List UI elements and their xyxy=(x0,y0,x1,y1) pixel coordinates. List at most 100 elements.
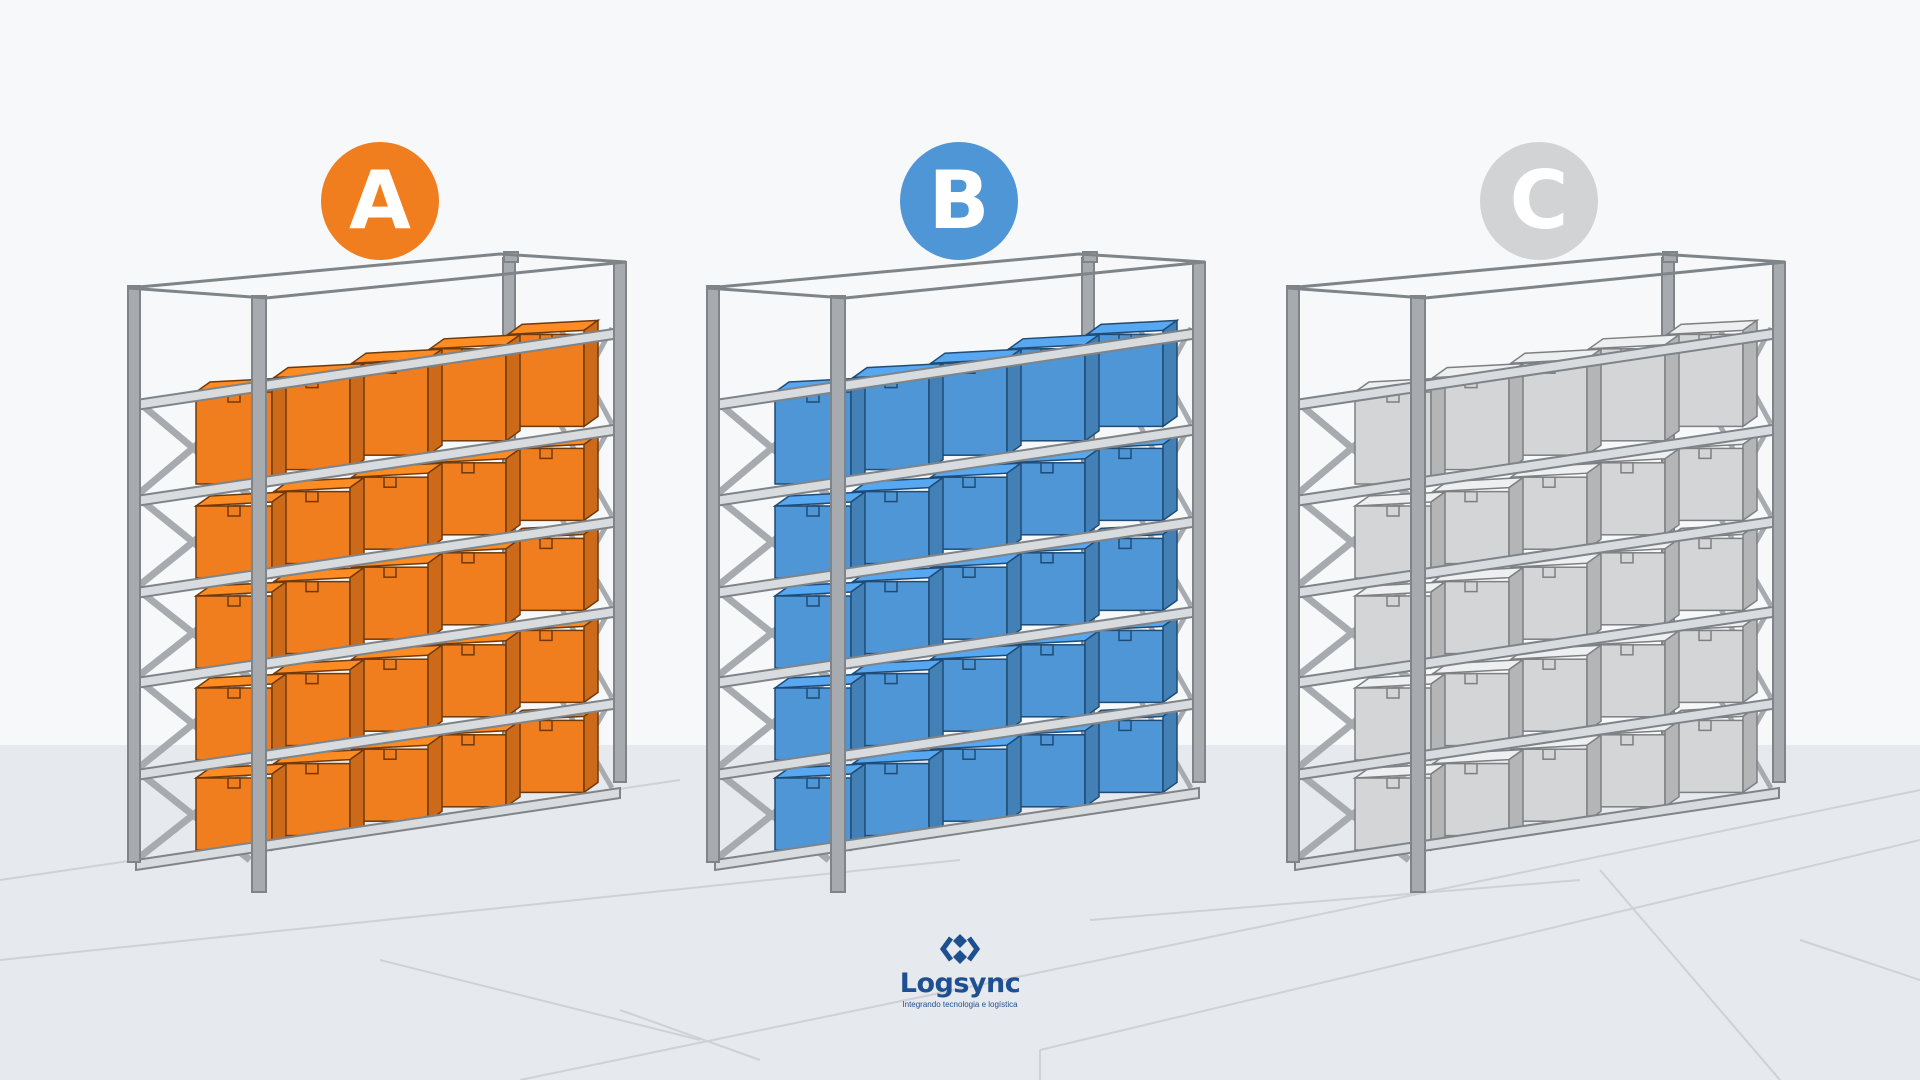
rack-top-rail xyxy=(127,252,627,300)
storage-box-tape xyxy=(1698,719,1712,732)
storage-box-side xyxy=(349,566,365,656)
storage-box-tape xyxy=(305,672,319,685)
storage-box-side xyxy=(1006,461,1022,551)
storage-box-side xyxy=(1162,522,1178,612)
storage-box-side xyxy=(505,719,521,809)
storage-box-side xyxy=(1664,537,1680,627)
rack-top-rail xyxy=(706,252,1206,300)
storage-box-side xyxy=(349,658,365,748)
storage-box-side xyxy=(505,629,521,719)
storage-box-side xyxy=(427,461,443,551)
storage-box-tape xyxy=(1040,644,1054,656)
storage-box-tape xyxy=(1698,447,1712,460)
storage-box-tape xyxy=(1542,566,1556,578)
storage-box-side xyxy=(1664,333,1680,443)
rack-c-label-badge: C xyxy=(1480,142,1598,260)
storage-box-side xyxy=(1084,447,1100,537)
storage-box-tape xyxy=(884,580,898,593)
rack-post-front-left xyxy=(127,285,141,863)
rack-post-front-mid xyxy=(1410,295,1426,893)
storage-box-side xyxy=(928,566,944,656)
storage-box-tape xyxy=(884,490,898,503)
storage-box-tape xyxy=(1620,462,1634,474)
storage-box-side xyxy=(850,376,866,486)
rack-post-front-left xyxy=(1286,285,1300,863)
storage-box-side xyxy=(1430,376,1446,486)
storage-box-tape xyxy=(1118,719,1132,732)
rack-a-label-badge: A xyxy=(321,142,439,260)
storage-box-side xyxy=(583,704,599,794)
storage-box-side xyxy=(349,748,365,838)
storage-box-side xyxy=(1006,733,1022,823)
storage-box-tape xyxy=(1040,462,1054,474)
storage-box-side xyxy=(1508,566,1524,656)
storage-box-tape xyxy=(539,537,553,550)
storage-box-side xyxy=(1586,347,1602,457)
rack-a xyxy=(127,251,627,893)
storage-box-tape xyxy=(1118,447,1132,460)
storage-box-tape xyxy=(227,687,241,699)
storage-box-side xyxy=(1742,704,1758,794)
storage-box-side xyxy=(1162,432,1178,522)
rack-b-label-badge: B xyxy=(900,142,1018,260)
storage-box-side xyxy=(1742,522,1758,612)
storage-box-tape xyxy=(227,505,241,517)
storage-box-side xyxy=(1586,461,1602,551)
storage-box-tape xyxy=(539,719,553,732)
storage-box-tape xyxy=(383,566,397,578)
rack-post-cap xyxy=(503,251,519,263)
storage-box-side xyxy=(1586,643,1602,733)
storage-box-tape xyxy=(962,748,976,760)
storage-box-side xyxy=(427,643,443,733)
storage-box-side xyxy=(271,376,287,486)
logsync-logo: Logsync Integrando tecnologia e logístic… xyxy=(860,932,1060,1009)
rack-post-front-mid xyxy=(251,295,267,893)
storage-box-tape xyxy=(806,595,820,607)
storage-box-tape xyxy=(305,762,319,775)
storage-box-tape xyxy=(305,490,319,503)
rack-b xyxy=(706,251,1206,893)
storage-box-tape xyxy=(1620,644,1634,656)
storage-box-side xyxy=(928,658,944,748)
storage-box-tape xyxy=(1698,629,1712,642)
storage-box-side xyxy=(583,318,599,428)
storage-box-side xyxy=(427,551,443,641)
storage-box-side xyxy=(1162,318,1178,428)
storage-box-tape xyxy=(383,658,397,670)
storage-box-side xyxy=(583,432,599,522)
storage-box-side xyxy=(1508,476,1524,566)
storage-box-side xyxy=(349,476,365,566)
storage-box-tape xyxy=(1118,537,1132,550)
storage-box-tape xyxy=(884,672,898,685)
storage-box-side xyxy=(1084,333,1100,443)
storage-box-tape xyxy=(1118,629,1132,642)
storage-box-side xyxy=(583,614,599,704)
storage-box-side xyxy=(1664,719,1680,809)
storage-box-tape xyxy=(1542,476,1556,488)
storage-box-side xyxy=(1742,432,1758,522)
storage-box-side xyxy=(1508,748,1524,838)
storage-box-tape xyxy=(1542,748,1556,760)
storage-box-side xyxy=(505,447,521,537)
storage-box-tape xyxy=(1698,537,1712,550)
storage-box-tape xyxy=(461,734,475,746)
storage-box-tape xyxy=(227,595,241,607)
storage-box-tape xyxy=(1542,658,1556,670)
storage-box-tape xyxy=(305,580,319,593)
logo-tagline: Integrando tecnologia e logística xyxy=(902,1000,1018,1009)
storage-box-side xyxy=(349,362,365,472)
storage-box-tape xyxy=(962,476,976,488)
rack-post-front-right xyxy=(1772,261,1786,783)
storage-box-tape xyxy=(461,644,475,656)
rack-post-front-mid xyxy=(830,295,846,893)
logo-wordmark: Logsync xyxy=(899,968,1021,999)
double-chevron-diamond-icon xyxy=(939,934,981,964)
storage-box-tape xyxy=(806,777,820,789)
storage-box-side xyxy=(1742,318,1758,428)
rack-post-front-right xyxy=(613,261,627,783)
storage-box-side xyxy=(427,733,443,823)
storage-box-side xyxy=(427,347,443,457)
storage-box-tape xyxy=(1386,595,1400,607)
storage-box-side xyxy=(1508,658,1524,748)
storage-box-side xyxy=(1162,704,1178,794)
